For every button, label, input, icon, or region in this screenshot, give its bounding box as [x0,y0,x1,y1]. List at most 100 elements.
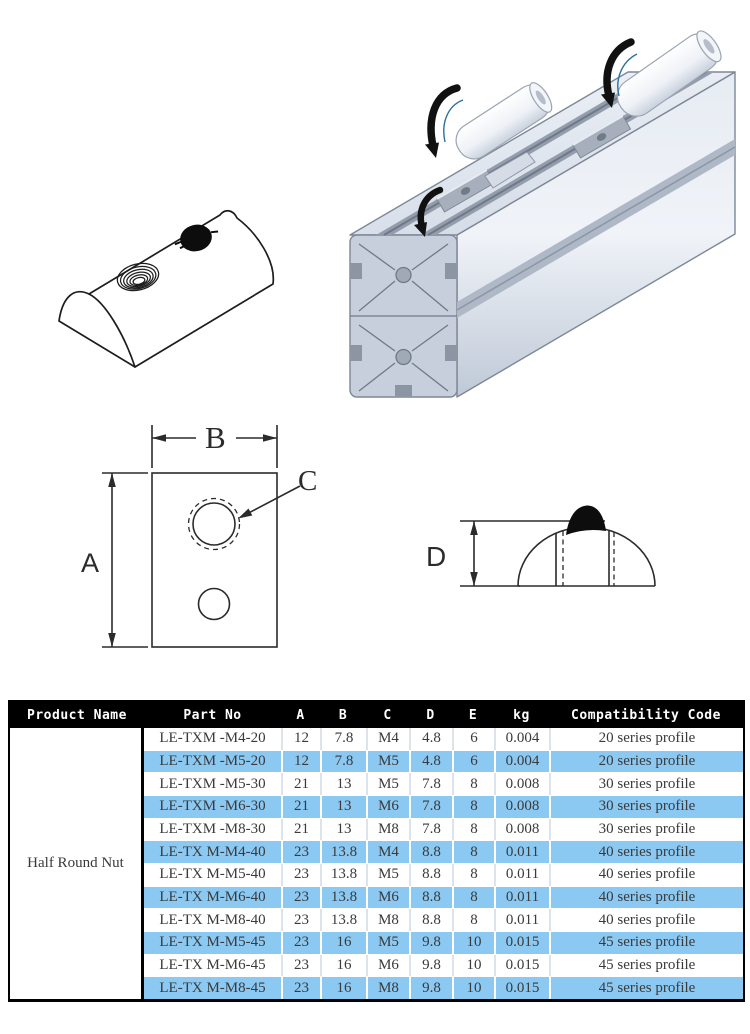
cell-kg: 0.008 [494,796,549,818]
cell-kg: 0.015 [494,932,549,954]
cell-b: 16 [320,932,366,954]
cell-compatibility: 20 series profile [549,728,743,750]
nut-strip-far [572,115,632,159]
cell-kg: 0.011 [494,909,549,932]
header-d: D [426,707,435,723]
threaded-hole [116,262,160,292]
cell-a: 23 [281,886,320,909]
cell-c: M8 [366,818,409,841]
cell-e: 8 [452,773,494,796]
table-row: LE-TX M-M8-45 23 16 M8 9.8 10 0.015 45 s… [144,976,743,1000]
table-row: LE-TXM -M4-20 12 7.8 M4 4.8 6 0.004 20 s… [144,728,743,750]
side-dimension-view: D [426,505,656,587]
cell-kg: 0.004 [494,728,549,750]
cell-c: M4 [366,841,409,864]
dimension-arrowheads [470,521,478,586]
cell-part-no: LE-TX M-M4-40 [159,843,266,860]
cell-kg: 0.011 [494,864,549,886]
cell-d: 9.8 [409,977,452,1000]
cell-d: 8.8 [409,886,452,909]
cell-compatibility: 40 series profile [549,909,743,932]
cell-a: 21 [281,773,320,796]
nut-endcap-edge [88,293,136,368]
cell-part-no: LE-TXM -M4-20 [159,730,266,747]
cell-part-no: LE-TX M-M5-40 [159,866,266,883]
table-row: LE-TXM -M8-30 21 13 M8 7.8 8 0.008 30 se… [144,817,743,841]
cell-d: 4.8 [409,750,452,773]
cell-d: 8.8 [409,909,452,932]
cell-b: 7.8 [320,750,366,773]
cell-b: 13 [320,773,366,796]
spring-ball-section [566,505,606,535]
cell-c: M4 [366,728,409,750]
cell-e: 8 [452,864,494,886]
front-dimension-view: A B C [81,420,317,648]
cell-b: 13.8 [320,841,366,864]
cell-c: M8 [366,909,409,932]
cell-a: 12 [281,750,320,773]
threaded-hole-circle [192,502,236,546]
cell-a: 21 [281,796,320,818]
cell-compatibility: 40 series profile [549,864,743,886]
table-row: LE-TXM -M6-30 21 13 M6 7.8 8 0.008 30 se… [144,795,743,818]
cell-c: M6 [366,954,409,977]
cell-d: 9.8 [409,954,452,977]
dim-label-d: D [426,541,446,572]
profile-cross-section [350,243,457,397]
rolled-cylinder-near [455,82,553,160]
bracket-plate [484,151,536,189]
header-e: E [468,707,478,723]
cell-d: 9.8 [409,932,452,954]
cell-compatibility: 40 series profile [549,841,743,864]
cell-compatibility: 45 series profile [549,954,743,977]
nut-strip-near [436,169,496,213]
dome-outline [517,526,656,587]
table-row: LE-TX M-M8-40 23 13.8 M8 8.8 8 0.011 40 … [144,908,743,932]
cell-part-no: LE-TX M-M5-45 [159,934,266,951]
spring-ball [174,224,219,252]
cell-a: 23 [281,954,320,977]
cell-b: 13 [320,818,366,841]
cell-e: 8 [452,886,494,909]
table-row: LE-TX M-M5-45 23 16 M5 9.8 10 0.015 45 s… [144,931,743,954]
cell-e: 8 [452,841,494,864]
cell-part-no: LE-TX M-M8-45 [159,979,266,996]
cell-c: M6 [366,886,409,909]
cell-kg: 0.011 [494,841,549,864]
rolled-cylinder-far [616,30,722,117]
header-kg: kg [513,707,530,723]
table-row: LE-TX M-M5-40 23 13.8 M5 8.8 8 0.011 40 … [144,863,743,886]
cell-a: 23 [281,864,320,886]
cell-e: 10 [452,954,494,977]
cell-c: M6 [366,796,409,818]
cell-c: M5 [366,750,409,773]
table-row: LE-TX M-M6-40 23 13.8 M6 8.8 8 0.011 40 … [144,885,743,909]
header-b: B [338,707,348,723]
table-row: LE-TX M-M4-40 23 13.8 M4 8.8 8 0.011 40 … [144,840,743,864]
cell-a: 12 [281,728,320,750]
table-row: LE-TXM -M5-30 21 13 M5 7.8 8 0.008 30 se… [144,772,743,796]
cell-part-no: LE-TX M-M6-45 [159,957,266,974]
aluminum-profile-3d-render [349,30,736,398]
cell-e: 10 [452,932,494,954]
cell-compatibility: 20 series profile [549,750,743,773]
cell-b: 7.8 [320,728,366,750]
cell-d: 7.8 [409,773,452,796]
cell-c: M5 [366,773,409,796]
table-body: Half Round Nut LE-TXM -M4-20 12 7.8 M4 4… [10,728,743,1000]
cell-kg: 0.008 [494,773,549,796]
cell-a: 21 [281,818,320,841]
header-a: A [296,707,305,723]
cell-d: 7.8 [409,796,452,818]
product-name-cell: Half Round Nut [10,728,144,999]
insertion-arrows [414,38,635,237]
table-header-row: Product Name Part No A B C D E kg Compat… [10,702,743,728]
thread-major-dashed-circle [187,497,241,551]
cell-a: 23 [281,841,320,864]
cell-b: 16 [320,977,366,1000]
cell-b: 13 [320,796,366,818]
ball-hole-circle [197,587,231,621]
table-body-rows: LE-TXM -M4-20 12 7.8 M4 4.8 6 0.004 20 s… [144,728,743,1000]
cell-e: 8 [452,818,494,841]
cell-b: 16 [320,954,366,977]
